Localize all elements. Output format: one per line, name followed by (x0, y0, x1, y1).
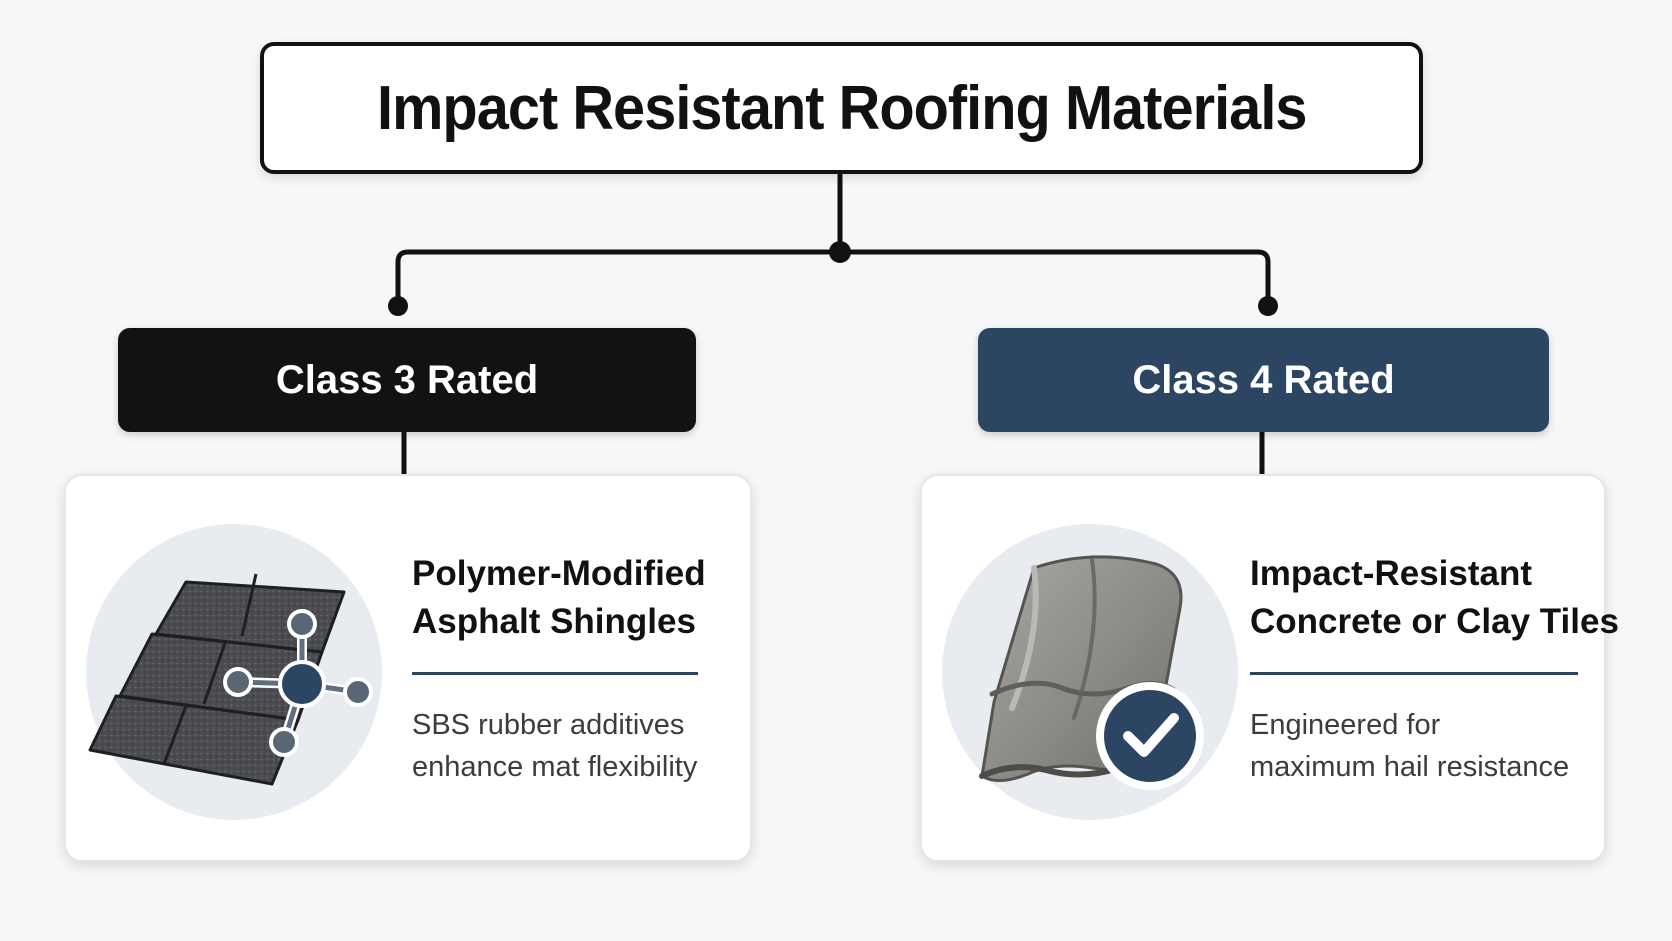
endpoint-dot-left (388, 296, 408, 316)
title-box: Impact Resistant Roofing Materials (260, 42, 1423, 174)
class-4-label-text: Class 4 Rated (1132, 357, 1395, 402)
class-4-rated-label: Class 4 Rated (978, 328, 1549, 432)
class-3-material-description: SBS rubber additives enhance mat flexibi… (412, 704, 697, 788)
material-title-line: Asphalt Shingles (412, 602, 696, 641)
material-title-line: Concrete or Clay Tiles (1250, 602, 1619, 641)
material-title-line: Impact-Resistant (1250, 554, 1533, 593)
material-title-line: Polymer-Modified (412, 554, 706, 593)
class-3-material-card: Polymer-Modified Asphalt Shingles SBS ru… (64, 474, 752, 862)
description-line: enhance mat flexibility (412, 751, 698, 783)
card-divider (412, 672, 698, 675)
card-divider (1250, 672, 1578, 675)
description-line: Engineered for (1250, 709, 1441, 741)
description-line: maximum hail resistance (1250, 751, 1570, 783)
asphalt-shingles-molecule-icon (86, 512, 382, 832)
junction-dot (829, 241, 851, 263)
class-4-material-description: Engineered for maximum hail resistance (1250, 704, 1569, 788)
branch-connector-right (837, 249, 1271, 309)
class-4-material-title: Impact-Resistant Concrete or Clay Tiles (1250, 550, 1619, 646)
branch-connector-left (395, 249, 843, 309)
description-line: SBS rubber additives (412, 709, 685, 741)
class-3-rated-label: Class 3 Rated (118, 328, 696, 432)
class-3-material-title: Polymer-Modified Asphalt Shingles (412, 550, 706, 646)
class-4-material-card: Impact-Resistant Concrete or Clay Tiles … (920, 474, 1619, 862)
endpoint-dot-right (1258, 296, 1278, 316)
diagram-title: Impact Resistant Roofing Materials (376, 73, 1308, 143)
class-3-label-text: Class 3 Rated (275, 357, 539, 402)
roof-tile-checkmark-icon (942, 512, 1238, 832)
